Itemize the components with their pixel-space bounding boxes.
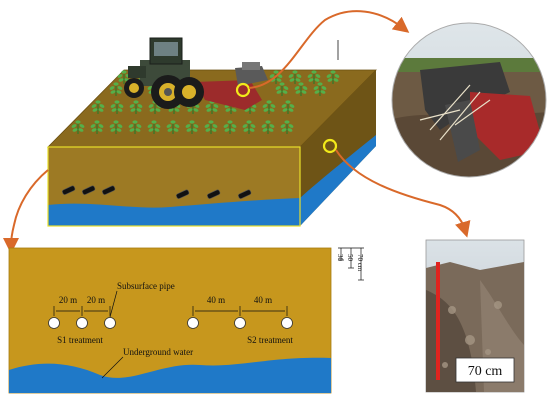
s1-treatment-label: S1 treatment xyxy=(57,335,103,345)
crop-plant-icon xyxy=(204,120,218,134)
depth-bar xyxy=(436,262,440,380)
groundwater-front xyxy=(48,198,300,226)
crop-plant-icon xyxy=(307,70,321,84)
subsurface-pipe-label: Subsurface pipe xyxy=(117,281,175,291)
crop-plant-icon xyxy=(326,70,340,84)
s2-treatment-label: S2 treatment xyxy=(247,335,293,345)
crop-plant-icon xyxy=(129,100,143,114)
front-pipes xyxy=(62,185,252,199)
arrow-to-section xyxy=(3,169,49,254)
subsurface-pipe-leader xyxy=(109,290,118,318)
crop-plant-icon xyxy=(128,120,142,134)
soil-marker-ring xyxy=(322,138,338,154)
crop-plant-icon xyxy=(294,82,308,96)
depth-50: 50 xyxy=(346,254,354,262)
spacing-label-s2-b: 40 m xyxy=(254,295,272,305)
depth-scale xyxy=(338,247,364,281)
spacing-label-s1-a: 20 m xyxy=(59,295,77,305)
depth-70: 70 cm xyxy=(356,254,364,272)
crop-plant-icon xyxy=(110,100,124,114)
crop-plant-icon xyxy=(261,120,275,134)
subsoiler-photo xyxy=(391,22,547,178)
arrow-to-plough-photo xyxy=(248,10,410,89)
crop-plant-icon xyxy=(280,120,294,134)
crop-plant-icon xyxy=(281,100,295,114)
section-outline xyxy=(47,146,301,227)
spacing-label-s2-a: 40 m xyxy=(207,295,225,305)
crop-plant-icon xyxy=(223,120,237,134)
underground-water-leader xyxy=(101,356,124,379)
spacing-dimensions xyxy=(53,306,288,316)
trench-photo: 70 cm xyxy=(425,239,525,393)
crop-plant-icon xyxy=(275,82,289,96)
crop-plant-icon xyxy=(71,120,85,134)
depth-30: 30 xyxy=(336,254,344,262)
cross-section: 20 m 20 m 40 m 40 m Subsurface pipe S1 t… xyxy=(8,247,364,394)
crop-plant-icon xyxy=(147,120,161,134)
crop-plant-icon xyxy=(109,82,123,96)
crop-plant-icon xyxy=(90,120,104,134)
crop-plant-icon xyxy=(242,120,256,134)
crop-plant-icon xyxy=(91,100,105,114)
groundwater-side xyxy=(300,135,376,226)
plough-marker-ring xyxy=(235,82,251,98)
depth-label: 70 cm xyxy=(468,364,503,379)
section-pipes xyxy=(48,317,293,329)
tractor-icon xyxy=(124,37,268,110)
depth-label-box xyxy=(455,357,515,383)
crop-plant-icon xyxy=(109,120,123,134)
arrow-to-trench-photo xyxy=(335,149,471,238)
spacing-label-s1-b: 20 m xyxy=(87,295,105,305)
section-groundwater xyxy=(9,357,331,393)
crop-plant-icon xyxy=(262,100,276,114)
crop-plant-icon xyxy=(288,70,302,84)
crop-plant-icon xyxy=(185,120,199,134)
crop-plant-icon xyxy=(313,82,327,96)
underground-water-label: Underground water xyxy=(123,347,193,357)
crop-plant-icon xyxy=(166,120,180,134)
